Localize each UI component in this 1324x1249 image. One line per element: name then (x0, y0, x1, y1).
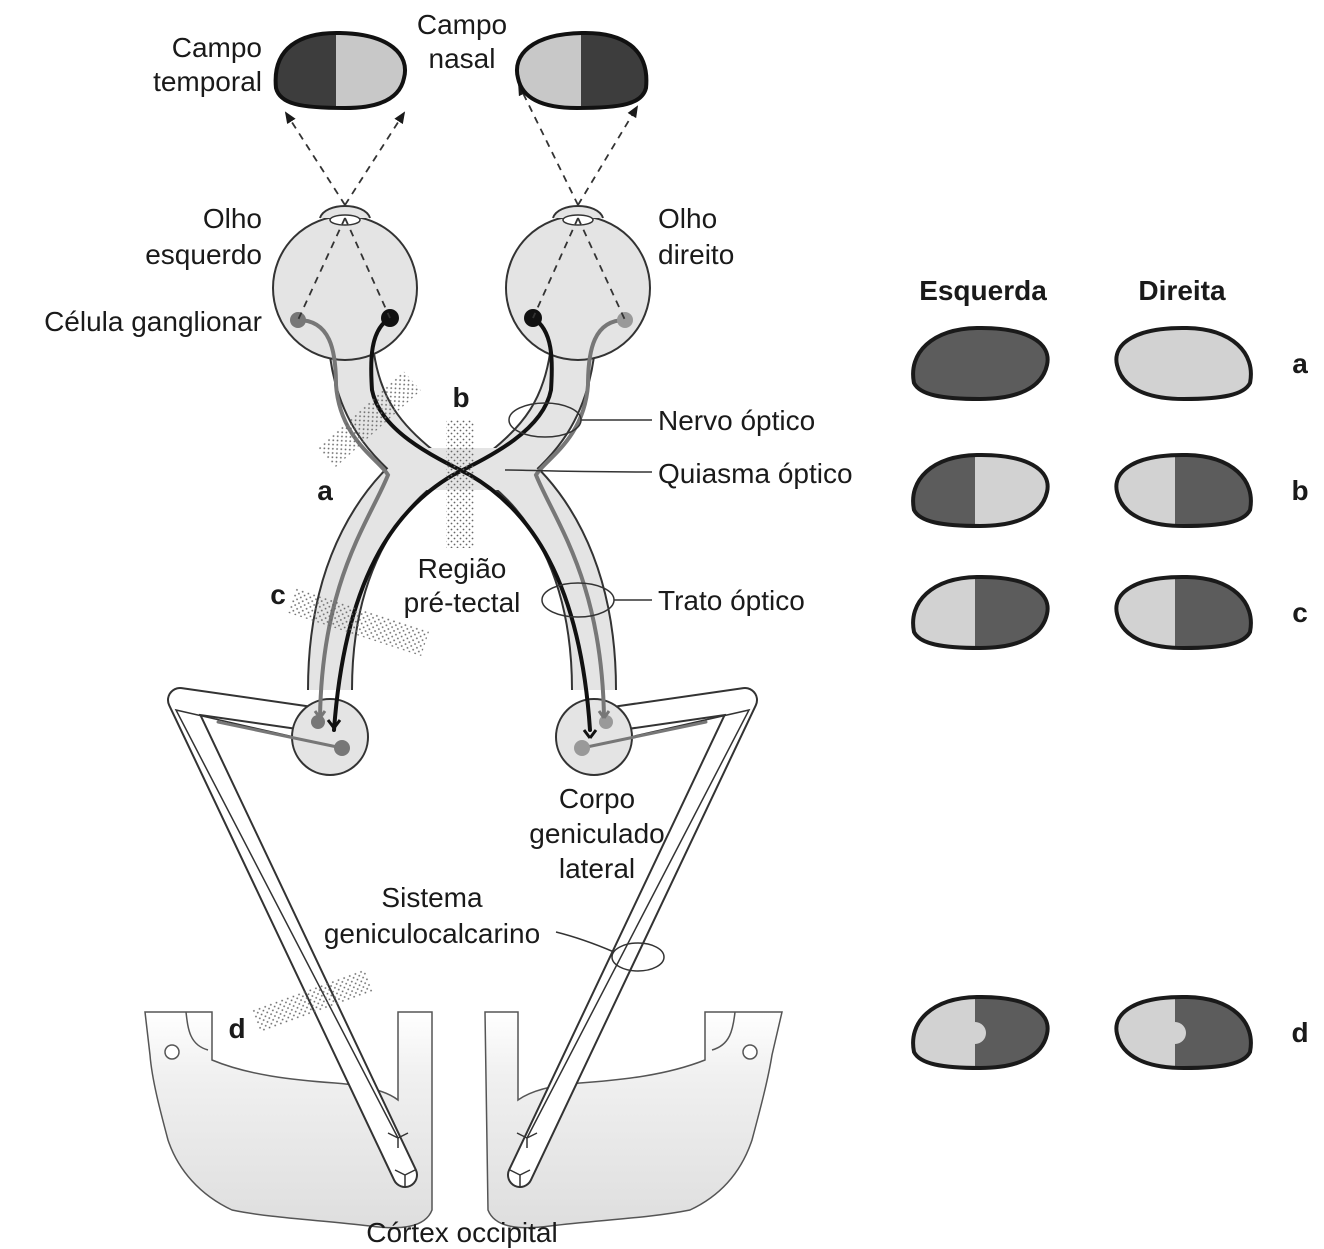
legend-field-c-left (892, 567, 1072, 657)
visual-field-left (260, 20, 416, 120)
legend-field-a-left (892, 318, 1072, 408)
legend-row-letter-a: a (1292, 348, 1308, 379)
deficit-legend: Esquerda Direita a b c d (892, 275, 1309, 1077)
legend-rows: a b c d (892, 318, 1309, 1077)
legend-row-letter-b: b (1291, 475, 1308, 506)
lesion-a-letter: a (317, 475, 333, 506)
legend-field-b-right (1092, 445, 1272, 535)
lesion-b-band (446, 420, 474, 548)
cortex-occipital-label: Córtex occipital (366, 1217, 557, 1248)
legend-field-d-left (892, 987, 1072, 1077)
lgn-left (292, 699, 368, 775)
trato-optico-label: Trato óptico (658, 585, 805, 616)
occipital-cortex (145, 1012, 782, 1228)
lgn-right (556, 699, 632, 775)
lesion-b-letter: b (452, 382, 469, 413)
lesion-d-letter: d (228, 1013, 245, 1044)
legend-row-letter-d: d (1291, 1017, 1308, 1048)
lesion-c-letter: c (270, 579, 286, 610)
legend-field-a-right (1092, 318, 1272, 408)
legend-field-b-left (892, 445, 1072, 535)
legend-field-c-right (1092, 567, 1272, 657)
right-eye (506, 206, 650, 360)
left-eye (273, 206, 417, 360)
legend-header-right: Direita (1138, 275, 1226, 306)
quiasma-optico-label: Quiasma óptico (658, 458, 853, 489)
legend-row-letter-c: c (1292, 597, 1308, 628)
celula-ganglionar-label: Célula ganglionar (44, 306, 262, 337)
visual-field-right (505, 20, 661, 120)
nervo-optico-label: Nervo óptico (658, 405, 815, 436)
legend-field-d-right (1092, 987, 1272, 1077)
legend-header-left: Esquerda (919, 275, 1047, 306)
